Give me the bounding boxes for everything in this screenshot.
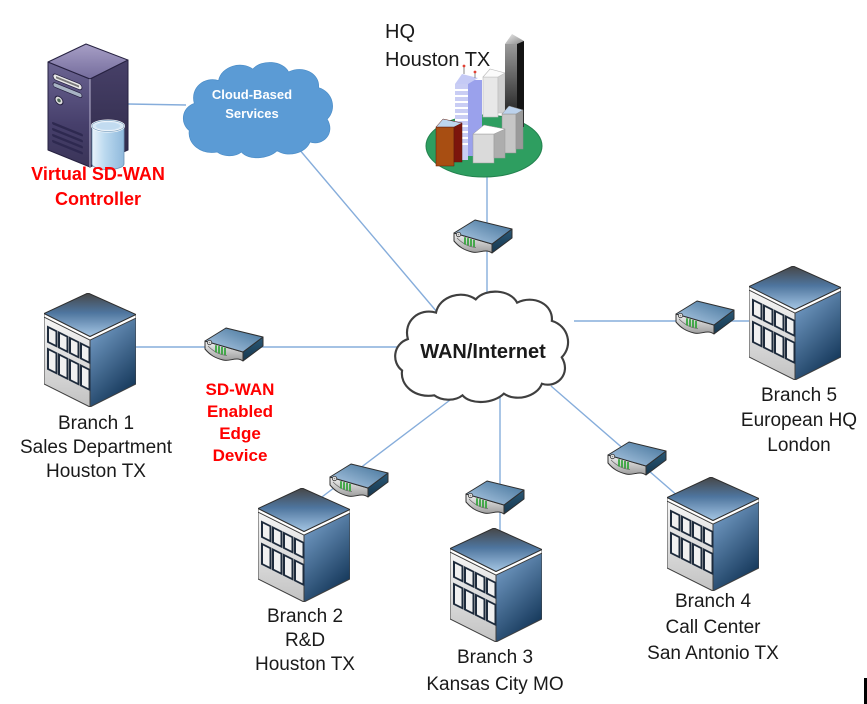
edge-device-icon-branch4: [607, 441, 667, 476]
controller-label-line1: Virtual SD-WAN: [31, 164, 165, 184]
branch4-label-line1: Branch 4: [674, 591, 752, 612]
branch4-label-line2: Call Center: [665, 617, 761, 638]
branch1-label-line3: Houston TX: [46, 461, 146, 482]
connector-cloudservices-wan: [292, 141, 438, 313]
branch2-label-line3: Houston TX: [255, 654, 355, 675]
controller-label-line2: Controller: [54, 189, 141, 209]
connector-controller-cloudservices: [127, 103, 187, 106]
wan-internet-label-text: WAN/Internet: [420, 341, 546, 363]
edge-device-icon-branch3: [465, 480, 525, 515]
branch2-label: Branch 2 R&D Houston TX: [225, 605, 385, 677]
page-corner-artifact: [864, 678, 867, 704]
edge-device-icon-branch5: [675, 300, 735, 335]
hq-label: HQ Houston TX: [385, 18, 515, 74]
sdwan-edge-device-label: SD-WAN Enabled Edge Device: [190, 379, 290, 467]
branch5-label-line2: European HQ: [740, 410, 858, 431]
edge-label-line4: Device: [212, 446, 268, 465]
edge-device-icon-hq: [453, 219, 513, 254]
branch3-label-line1: Branch 3: [456, 647, 534, 668]
branch5-label: Branch 5 European HQ London: [719, 383, 867, 458]
branch3-building-icon: [450, 528, 542, 642]
controller-label: Virtual SD-WAN Controller: [14, 162, 182, 212]
edge-label-line2: Enabled: [206, 402, 274, 421]
branch4-label: Branch 4 Call Center San Antonio TX: [632, 589, 794, 667]
branch1-label-line2: Sales Department: [19, 437, 173, 458]
branch2-label-line2: R&D: [284, 630, 326, 651]
branch1-label: Branch 1 Sales Department Houston TX: [10, 412, 182, 484]
branch5-building-icon: [749, 266, 841, 380]
branch5-label-line3: London: [767, 435, 831, 456]
edge-device-icon-branch2: [329, 463, 389, 498]
connector-wan-branch2: [309, 393, 459, 507]
branch1-building-icon: [44, 293, 136, 407]
branch4-building-icon: [667, 477, 759, 591]
branch1-label-line1: Branch 1: [57, 413, 135, 434]
sdwan-controller-server-icon: [47, 43, 129, 171]
cloud-services-label: Cloud-Based Services: [192, 85, 312, 123]
edge-device-icon-branch1: [204, 327, 264, 362]
branch3-label-line2: Kansas City MO: [426, 674, 564, 695]
branch2-label-line1: Branch 2: [266, 606, 344, 627]
edge-label-line1: SD-WAN: [205, 380, 275, 399]
wan-internet-label: WAN/Internet: [393, 340, 573, 364]
branch2-building-icon: [258, 488, 350, 602]
hq-label-line2: Houston TX: [385, 49, 491, 71]
branch3-label: Branch 3 Kansas City MO: [415, 644, 575, 698]
bran4-label-line3: San Antonio TX: [647, 643, 779, 664]
branch5-label-line1: Branch 5: [760, 385, 838, 406]
edge-label-line3: Edge: [219, 424, 261, 443]
hq-label-line1: HQ: [385, 21, 415, 43]
connector-wan-branch4: [550, 385, 680, 498]
cloud-services-label-line1: Cloud-Based: [211, 87, 293, 102]
cloud-services-label-line2: Services: [225, 106, 279, 121]
